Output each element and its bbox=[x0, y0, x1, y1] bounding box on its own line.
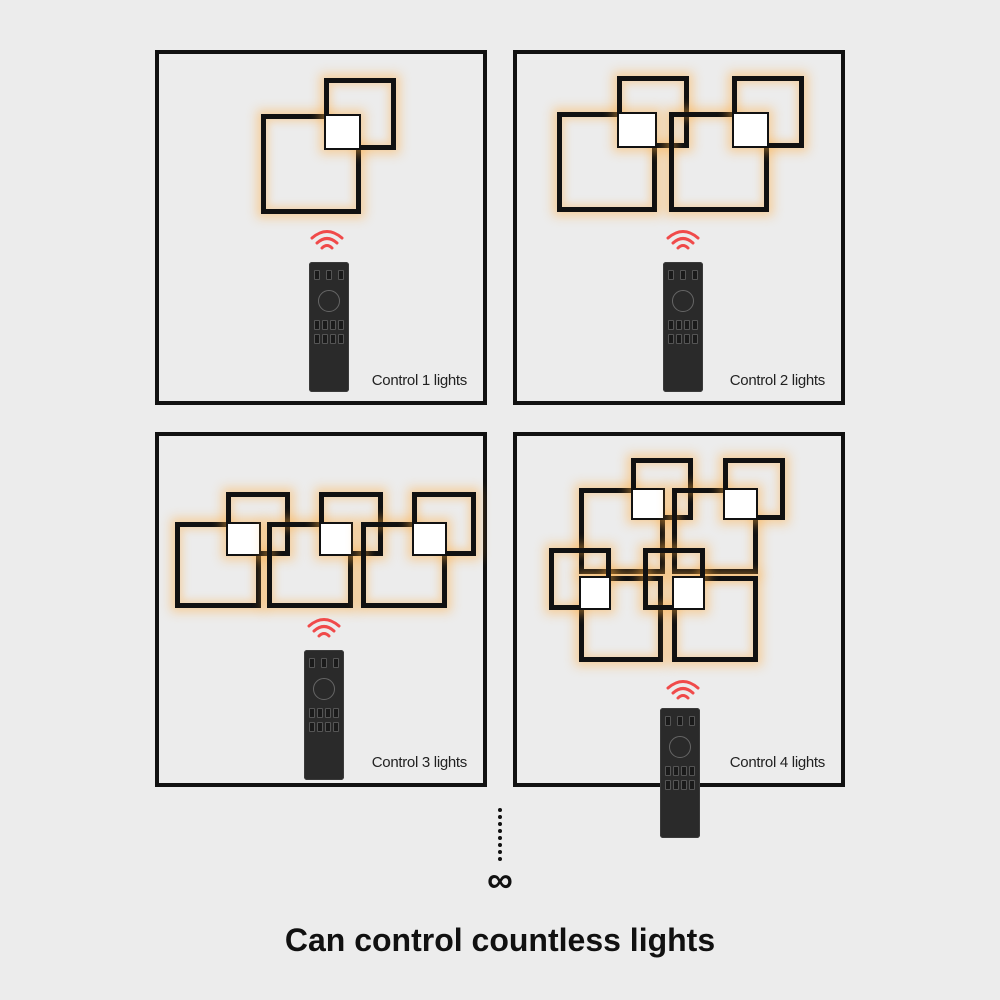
panel-label: Control 3 lights bbox=[371, 754, 468, 771]
square-lamp-icon bbox=[361, 522, 447, 608]
panel-label: Control 2 lights bbox=[729, 372, 826, 389]
lamp-core bbox=[226, 522, 261, 556]
lamp-core bbox=[324, 114, 361, 150]
lamp-core bbox=[579, 576, 611, 610]
caption: Can control countless lights bbox=[284, 922, 716, 958]
panel-control-3: Control 3 lights bbox=[155, 432, 487, 787]
panel-label: Control 1 lights bbox=[371, 372, 468, 389]
square-lamp-icon bbox=[579, 576, 663, 662]
square-lamp-icon bbox=[669, 112, 769, 212]
infinity-symbol: ∞ bbox=[487, 859, 513, 900]
wireless-signal-icon bbox=[307, 618, 341, 638]
lamp-core bbox=[412, 522, 447, 556]
square-lamp-icon bbox=[261, 114, 361, 214]
square-lamp-icon bbox=[175, 522, 261, 608]
wireless-signal-icon bbox=[666, 230, 700, 250]
panel-label: Control 4 lights bbox=[729, 754, 826, 771]
square-lamp-icon bbox=[579, 488, 665, 574]
remote-control-icon bbox=[660, 708, 700, 838]
lamp-core bbox=[631, 488, 665, 520]
panel-control-1: Control 1 lights bbox=[155, 50, 487, 405]
square-lamp-icon bbox=[557, 112, 657, 212]
ellipsis-dots bbox=[497, 808, 503, 864]
square-lamp-icon bbox=[672, 488, 758, 574]
panel-control-2: Control 2 lights bbox=[513, 50, 845, 405]
lamp-core bbox=[672, 576, 705, 610]
wireless-signal-icon bbox=[310, 230, 344, 250]
square-lamp-icon bbox=[672, 576, 758, 662]
square-lamp-icon bbox=[267, 522, 353, 608]
lamp-core bbox=[732, 112, 769, 148]
lamp-core bbox=[319, 522, 353, 556]
remote-control-icon bbox=[304, 650, 344, 780]
lamp-core bbox=[723, 488, 758, 520]
remote-control-icon bbox=[309, 262, 349, 392]
wireless-signal-icon bbox=[666, 680, 700, 700]
lamp-core bbox=[617, 112, 657, 148]
remote-control-icon bbox=[663, 262, 703, 392]
